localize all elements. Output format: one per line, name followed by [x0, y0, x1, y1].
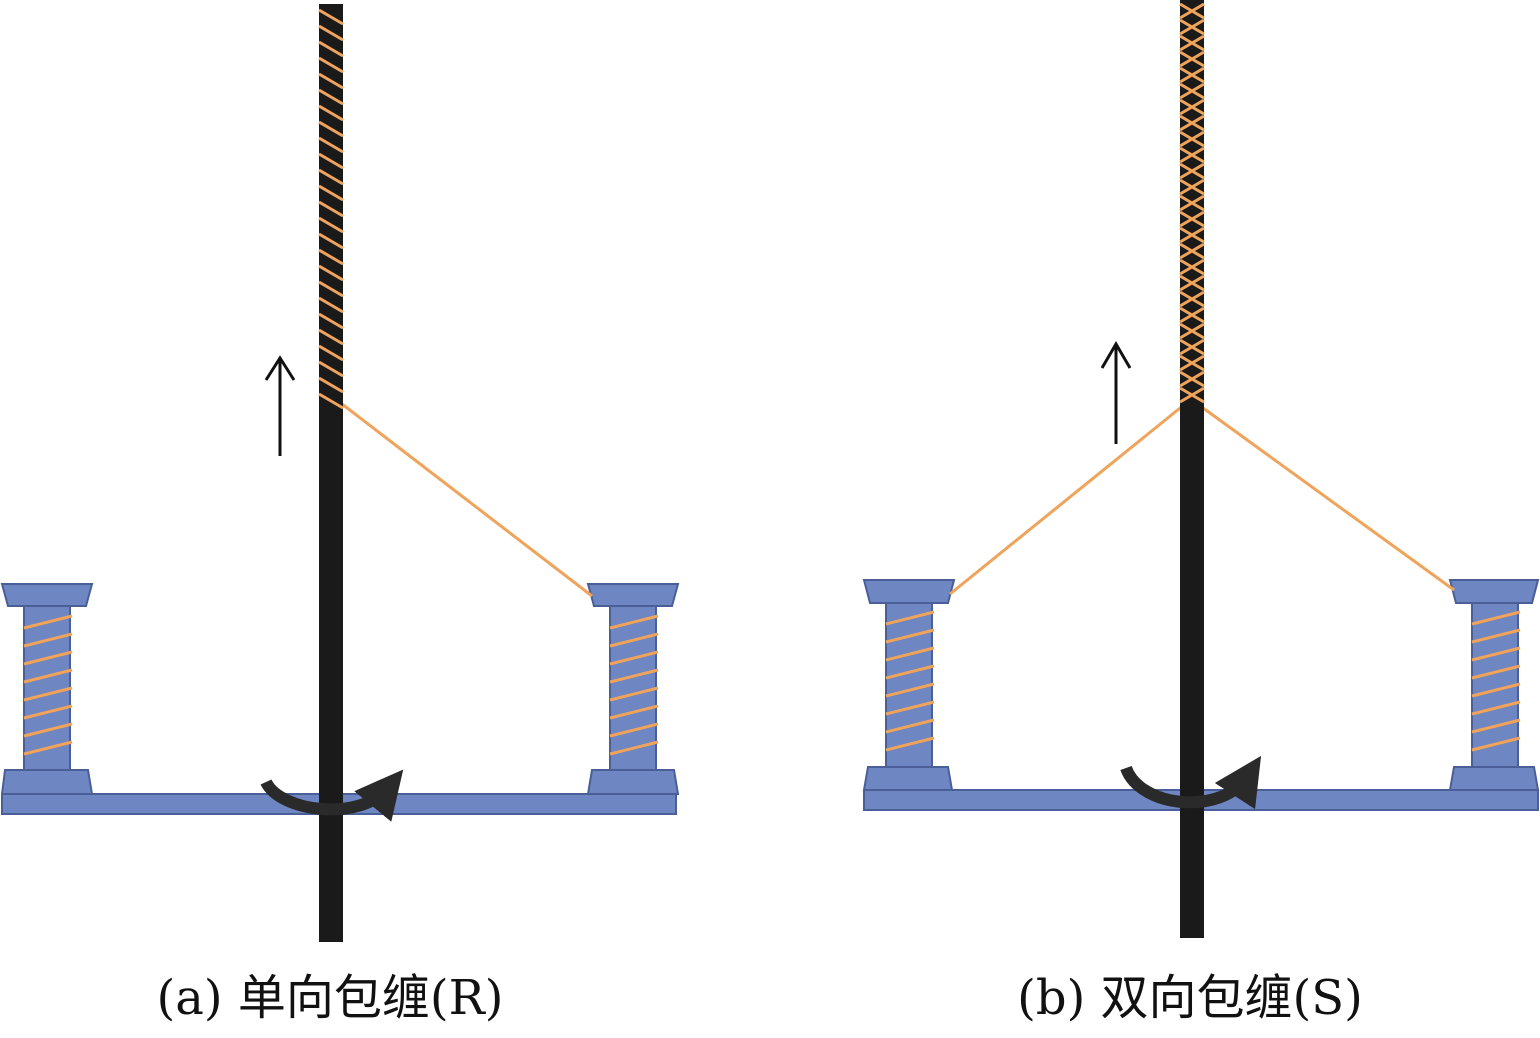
panel-b — [862, 0, 1540, 938]
wrap-turn — [318, 344, 344, 362]
feed-yarn-right — [341, 402, 593, 598]
wrap-turn — [1179, 34, 1205, 52]
wrap-turn — [318, 376, 344, 394]
right-bobbin — [586, 583, 680, 795]
wrap-turn — [1179, 130, 1205, 148]
wrap-turn — [318, 280, 344, 298]
wrap-turn — [1179, 258, 1205, 276]
wrap-turn — [318, 216, 344, 234]
feed-yarn-right — [1191, 398, 1455, 592]
yarn-winding — [885, 610, 935, 752]
up-arrow-icon — [264, 355, 296, 456]
wrap-turn — [1179, 2, 1205, 20]
panel-a — [0, 4, 680, 942]
wrap-turn — [318, 152, 344, 170]
single-wrap-helix — [318, 8, 344, 410]
wrap-turn — [1179, 82, 1205, 100]
wrap-turn — [318, 72, 344, 90]
wrap-turn — [318, 264, 344, 282]
wrap-turn — [318, 120, 344, 138]
wrap-turn — [318, 296, 344, 314]
wrap-turn — [318, 184, 344, 202]
wrap-turn — [318, 392, 344, 410]
curved-rotation-arrow-icon — [1120, 755, 1262, 810]
panel-b-caption: (b) 双向包缠(S) — [1017, 970, 1363, 1026]
wrap-turn — [1179, 98, 1205, 116]
wrap-turn — [1179, 50, 1205, 68]
wrap-turn — [318, 248, 344, 266]
wrap-turn — [318, 232, 344, 250]
wrap-turn — [318, 56, 344, 74]
left-bobbin — [862, 579, 956, 791]
wrap-turn — [1179, 338, 1205, 356]
wrap-turn — [318, 200, 344, 218]
yarn-winding — [609, 614, 659, 756]
wrap-turn — [318, 168, 344, 186]
left-bobbin — [0, 583, 94, 795]
wrap-turn — [1179, 274, 1205, 292]
wrap-turn — [1179, 194, 1205, 212]
feed-yarn-left — [949, 398, 1191, 596]
wrap-turn — [1179, 210, 1205, 228]
wrap-turn — [318, 24, 344, 42]
wrap-turn — [1179, 146, 1205, 164]
wrap-turn — [318, 104, 344, 122]
wrap-turn — [1179, 290, 1205, 308]
wrap-turn — [318, 360, 344, 378]
wrap-turn — [318, 136, 344, 154]
wrap-turn — [1179, 370, 1205, 388]
wrap-turn — [1179, 322, 1205, 340]
wrap-turn — [1179, 114, 1205, 132]
up-arrow-icon — [1100, 341, 1132, 444]
wrap-turn — [318, 8, 344, 26]
wrap-turn — [1179, 178, 1205, 196]
wrap-turn — [1179, 386, 1205, 404]
wrap-turn — [1179, 18, 1205, 36]
wrap-turn — [1179, 306, 1205, 324]
yarn-winding — [23, 614, 73, 756]
yarn-winding — [1471, 610, 1521, 752]
wrap-turn — [318, 40, 344, 58]
panel-a-caption: (a) 单向包缠(R) — [156, 970, 504, 1026]
wrap-turn — [318, 88, 344, 106]
wrap-turn — [1179, 226, 1205, 244]
wrap-turn — [1179, 66, 1205, 84]
right-bobbin — [1448, 579, 1540, 791]
wrap-turn — [1179, 162, 1205, 180]
cross-wrap-helix — [1179, 2, 1205, 404]
wrap-turn — [1179, 242, 1205, 260]
curved-rotation-arrow-icon — [260, 769, 404, 822]
wrap-turn — [318, 328, 344, 346]
wrap-turn — [1179, 354, 1205, 372]
wrap-turn — [318, 312, 344, 330]
